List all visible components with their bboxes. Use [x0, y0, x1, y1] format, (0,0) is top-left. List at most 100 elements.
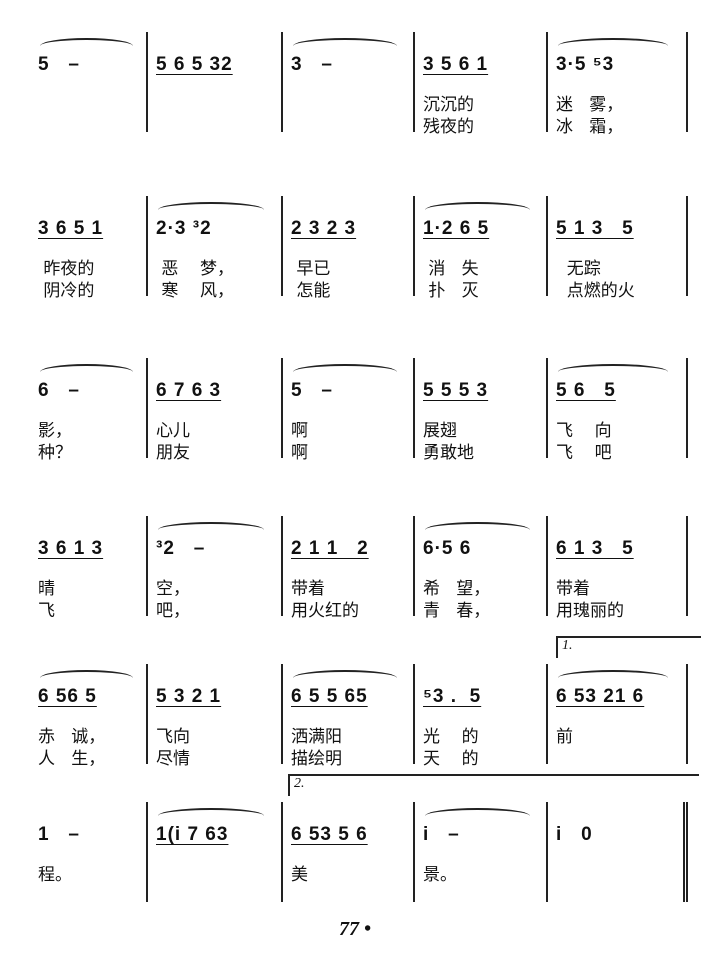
lyric-verse-1: 早已: [291, 259, 331, 279]
lyric-verse-2: 飞: [38, 601, 55, 621]
measure-notes: ⁵3 . 5: [423, 686, 482, 707]
lyric-verse-2: 点燃的火: [556, 281, 635, 301]
measure-notes: 5 5 5 3: [423, 380, 489, 401]
measure-notes: 5 3 2 1: [156, 686, 222, 707]
lyric-verse-1: 洒满阳: [291, 727, 342, 747]
lyric-verse-1: 飞 向: [556, 421, 612, 441]
measure-notes: 6 1 3 5: [556, 538, 634, 559]
lyric-verse-2: 青 春，: [423, 601, 491, 621]
measure-notes: 2·3 ³2: [156, 218, 212, 239]
lyric-verse-1: 希 望，: [423, 579, 491, 599]
measure-notes: i –: [423, 824, 460, 845]
lyric-verse-2: 残夜的: [423, 117, 474, 137]
measure-notes: 5 –: [38, 54, 80, 75]
lyric-verse-1: 啊: [291, 421, 308, 441]
lyric-verse-1: 赤 诚，: [38, 727, 106, 747]
lyric-verse-2: 种？: [38, 443, 72, 463]
slur: [293, 670, 397, 686]
volta-bracket: 2.: [288, 774, 699, 796]
measure-notes: 1·2 6 5: [423, 218, 490, 239]
lyric-verse-1: 带着: [556, 579, 590, 599]
lyric-verse-2: 吧，: [156, 601, 190, 621]
measure: 6 –影，种？: [30, 358, 148, 463]
volta-bracket: 1.: [556, 636, 701, 658]
measure: i – 景。: [415, 802, 548, 902]
slur: [558, 38, 669, 54]
measure: 6 1 3 5 带着用瑰丽的: [548, 516, 688, 621]
measure: ³2 –空，吧，: [148, 516, 283, 621]
slur: [293, 38, 397, 54]
lyric-verse-1: 光 的: [423, 727, 479, 747]
measure: 2·3 ³2 恶 梦， 寒 风，: [148, 196, 283, 301]
slur: [293, 364, 397, 380]
lyric-verse-1: 美: [291, 865, 308, 885]
lyric-verse-2: 飞 吧: [556, 443, 612, 463]
measure-notes: 6 5 5 65: [291, 686, 368, 707]
lyric-verse-1: 无踪: [556, 259, 601, 279]
measure: 5 6 5 飞 向飞 吧: [548, 358, 688, 463]
measure-notes: i 0: [556, 824, 593, 845]
slur: [158, 808, 265, 824]
lyric-verse-1: 恶 梦，: [156, 259, 235, 279]
measure-notes: 5 6 5 32: [156, 54, 233, 75]
measure-notes: 5 1 3 5: [556, 218, 634, 239]
lyric-verse-2: 人 生，: [38, 749, 106, 769]
lyric-verse-2: 用火红的: [291, 601, 359, 621]
lyric-verse-1: 空，: [156, 579, 190, 599]
measure-notes: 2 3 2 3: [291, 218, 357, 239]
measure: 5 1 3 5 无踪 点燃的火: [548, 196, 688, 301]
lyric-verse-2: 尽情: [156, 749, 190, 769]
measure-notes: 6 7 6 3: [156, 380, 222, 401]
lyric-verse-1: 迷 雾，: [556, 95, 624, 115]
lyric-verse-1: 心儿: [156, 421, 190, 441]
lyric-verse-2: 阴冷的: [38, 281, 95, 301]
lyric-verse-2: 朋友: [156, 443, 190, 463]
slur: [425, 522, 530, 538]
lyric-verse-2: 怎能: [291, 281, 331, 301]
lyric-verse-2: 寒 风，: [156, 281, 235, 301]
lyric-verse-1: 程。: [38, 865, 72, 885]
lyric-verse-2: 啊: [291, 443, 308, 463]
measure: 2 3 2 3 早已 怎能: [283, 196, 415, 301]
measure-notes: 6·5 6: [423, 538, 472, 559]
measure-notes: 6 –: [38, 380, 80, 401]
measure: 6·5 6 希 望，青 春，: [415, 516, 548, 621]
slur: [40, 364, 133, 380]
lyric-verse-1: 展翅: [423, 421, 457, 441]
lyric-verse-1: 景。: [423, 865, 457, 885]
measure: i 0: [548, 802, 688, 902]
measure: 5 –: [30, 32, 148, 132]
slur: [40, 38, 133, 54]
lyric-verse-1: 沉沉的: [423, 95, 474, 115]
measure: 6 7 6 3 心儿朋友: [148, 358, 283, 463]
slur: [40, 670, 133, 686]
lyric-verse-1: 前: [556, 727, 573, 747]
slur: [158, 202, 265, 218]
lyric-verse-2: 用瑰丽的: [556, 601, 624, 621]
lyric-verse-1: 晴: [38, 579, 55, 599]
measure-notes: 5 6 5: [556, 380, 616, 401]
slur: [558, 364, 669, 380]
lyric-verse-2: 冰 霜，: [556, 117, 624, 137]
measure: 1 –程。: [30, 802, 148, 902]
lyric-verse-1: 带着: [291, 579, 325, 599]
slur: [425, 202, 530, 218]
lyric-verse-2: 描绘明: [291, 749, 342, 769]
slur: [425, 808, 530, 824]
measure-notes: 3 –: [291, 54, 333, 75]
lyric-verse-1: 昨夜的: [38, 259, 95, 279]
slur: [158, 522, 265, 538]
measure-notes: 3 5 6 1: [423, 54, 489, 75]
measure-notes: 3 6 5 1: [38, 218, 104, 239]
